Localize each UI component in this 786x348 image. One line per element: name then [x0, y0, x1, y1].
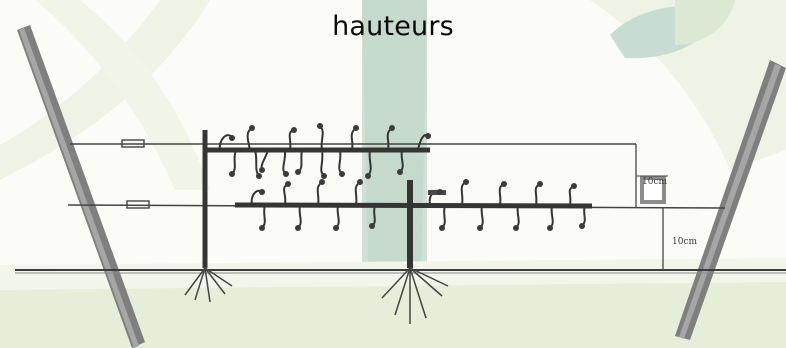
buds-and-leaves	[229, 123, 585, 231]
upper-dimension-label: 10cm	[642, 177, 668, 187]
lower-dimension-label: 10cm	[672, 237, 698, 247]
diagram-title: hauteurs	[332, 11, 454, 42]
ground-line	[15, 269, 786, 274]
right-post	[675, 60, 786, 340]
left-post	[17, 25, 145, 348]
lower-espalier-tree	[234, 180, 593, 268]
roots	[184, 267, 449, 324]
